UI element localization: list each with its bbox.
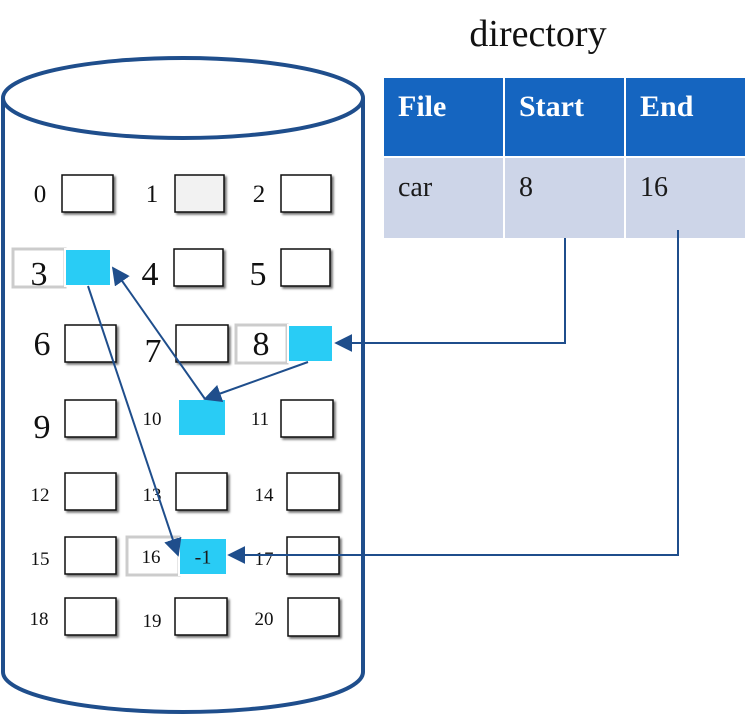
block-number-20: 20: [255, 609, 274, 630]
block-7-square: [175, 324, 229, 363]
row-file-name: car: [398, 172, 433, 203]
block-number-19: 19: [143, 611, 162, 632]
block-16: 16 -1: [125, 535, 228, 577]
block-18-square: [64, 597, 117, 636]
block-0: 0: [34, 174, 114, 213]
block-11: 11: [251, 399, 334, 438]
block-18: 18: [30, 597, 117, 636]
block-11-square: [280, 399, 334, 438]
block-19-square: [174, 597, 228, 636]
link-arrow-10-to-3: [111, 266, 206, 400]
block-3: 3: [11, 247, 112, 293]
block-10-square: [177, 398, 227, 437]
block-number-4: 4: [142, 256, 159, 293]
block-2: 2: [253, 174, 332, 213]
block-15: 15: [31, 536, 117, 575]
cylinder-top: [1, 56, 365, 140]
block-number-5: 5: [250, 256, 267, 293]
block-12: 12: [31, 472, 117, 511]
block-8: 8: [234, 323, 334, 365]
block-3-square: [64, 248, 112, 287]
block-4: 4: [142, 248, 224, 293]
block-13-square: [175, 472, 228, 511]
block-number-15: 15: [31, 549, 50, 570]
block-5: 5: [250, 248, 331, 293]
block-9-square: [64, 399, 117, 438]
block-14: 14: [255, 472, 340, 511]
block-5-square: [280, 248, 331, 287]
block-number-10: 10: [143, 409, 162, 430]
block-13: 13: [143, 472, 228, 511]
block-19: 19: [143, 597, 228, 636]
link-arrow-8-to-10: [203, 361, 309, 402]
block-number-0: 0: [34, 181, 47, 208]
block-20-square: [287, 597, 340, 637]
header-file: File: [398, 90, 446, 123]
block-14-square: [286, 472, 340, 511]
block-number-17: 17: [255, 549, 274, 570]
block-9: 9: [34, 399, 117, 446]
block-number-2: 2: [253, 181, 266, 208]
block-1-square: [174, 174, 225, 213]
block-number-6: 6: [34, 326, 51, 363]
link-arrow-3-to-16: [87, 285, 182, 557]
table-cell-file: [384, 158, 503, 238]
block-15-square: [64, 536, 117, 575]
block-6-square: [64, 324, 117, 363]
block-number-9: 9: [34, 409, 51, 446]
block-number-7: 7: [145, 333, 162, 370]
header-start: Start: [519, 90, 584, 123]
block-7: 7: [145, 324, 229, 370]
block-10: 10: [143, 398, 227, 437]
block-number-12: 12: [31, 485, 50, 506]
link-arrow-start-to-8: [334, 238, 566, 352]
block-links: [87, 230, 679, 564]
row-end-block: 16: [640, 172, 668, 203]
directory-table: File Start End car 8 16: [384, 78, 745, 238]
block-8-highlight: [234, 323, 289, 365]
block-0-square: [61, 174, 114, 213]
block-12-square: [64, 472, 117, 511]
table-header-cell-start: [505, 78, 624, 156]
table-cell-start: [505, 158, 624, 238]
directory-title: directory: [469, 13, 606, 55]
block-8-square: [287, 324, 334, 363]
block-4-square: [173, 248, 224, 287]
block-number-3: 3: [31, 256, 48, 293]
block-number-1: 1: [146, 181, 159, 208]
block-number-14: 14: [255, 485, 275, 506]
link-arrow-end-to-16: [227, 230, 679, 564]
block-number-8: 8: [253, 326, 270, 363]
block-number-11: 11: [251, 409, 269, 430]
table-header-cell-file: [384, 78, 503, 156]
table-cell-end: [626, 158, 745, 238]
block-number-16: 16: [142, 547, 161, 568]
table-header-cell-end: [626, 78, 745, 156]
block-1: 1: [146, 174, 225, 213]
row-start-block: 8: [519, 172, 533, 203]
block-2-square: [280, 174, 332, 213]
block-16-pointer-value: -1: [195, 547, 212, 569]
block-number-18: 18: [30, 609, 49, 630]
block-20: 20: [255, 597, 340, 637]
header-end: End: [640, 90, 694, 123]
